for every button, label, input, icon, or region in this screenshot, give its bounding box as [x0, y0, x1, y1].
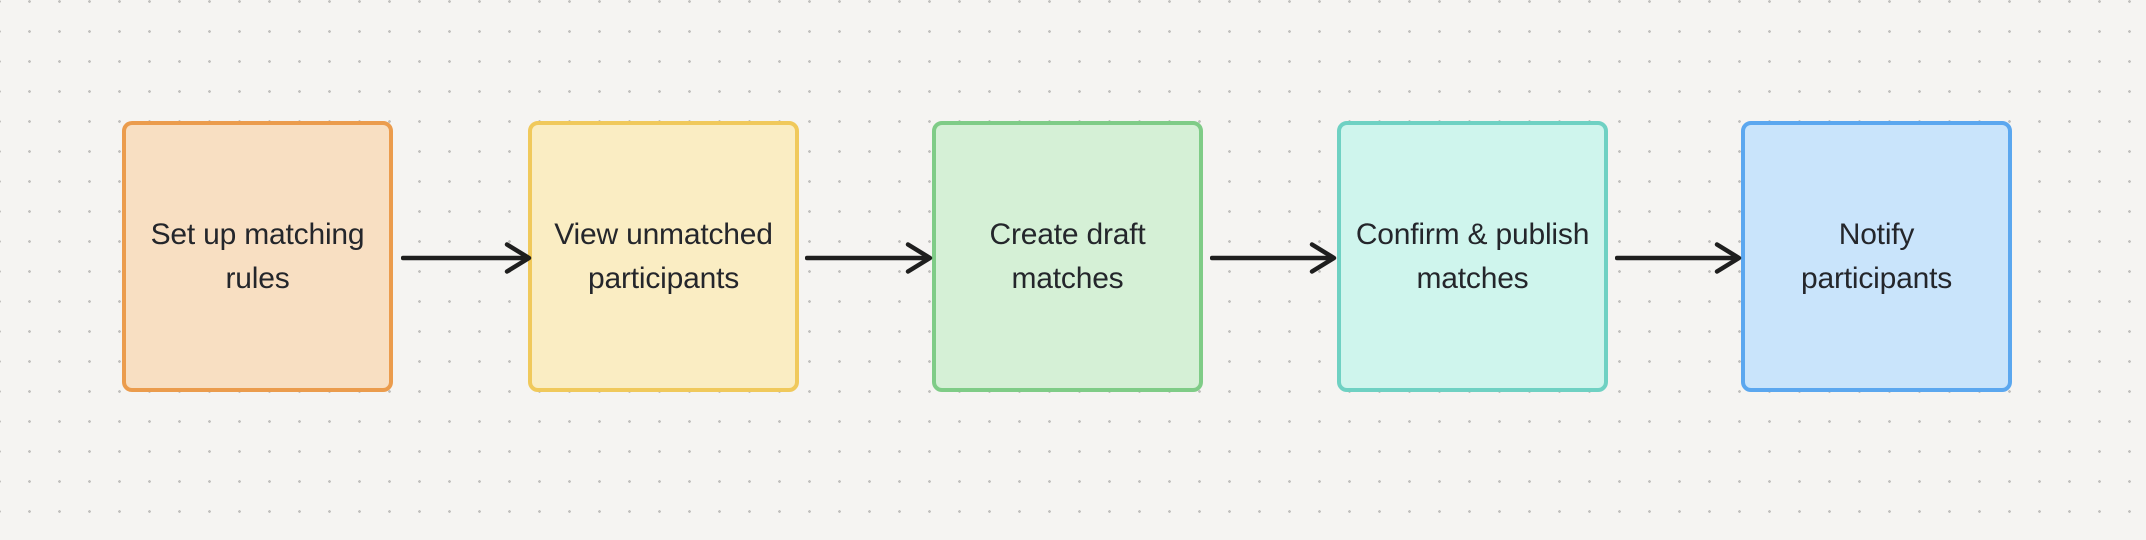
connector-arrow-4-5[interactable] — [1615, 236, 1743, 280]
flow-node-confirm-publish-matches[interactable]: Confirm & publish matches — [1337, 121, 1608, 392]
connector-arrow-3-4[interactable] — [1210, 236, 1338, 280]
flow-node-set-up-matching-rules[interactable]: Set up matching rules — [122, 121, 393, 392]
flow-node-create-draft-matches[interactable]: Create draft matches — [932, 121, 1203, 392]
flow-node-view-unmatched-participants[interactable]: View unmatched participants — [528, 121, 799, 392]
connector-arrow-2-3[interactable] — [805, 236, 934, 280]
connector-arrow-1-2[interactable] — [401, 236, 533, 280]
flow-node-notify-participants[interactable]: Notify participants — [1741, 121, 2012, 392]
